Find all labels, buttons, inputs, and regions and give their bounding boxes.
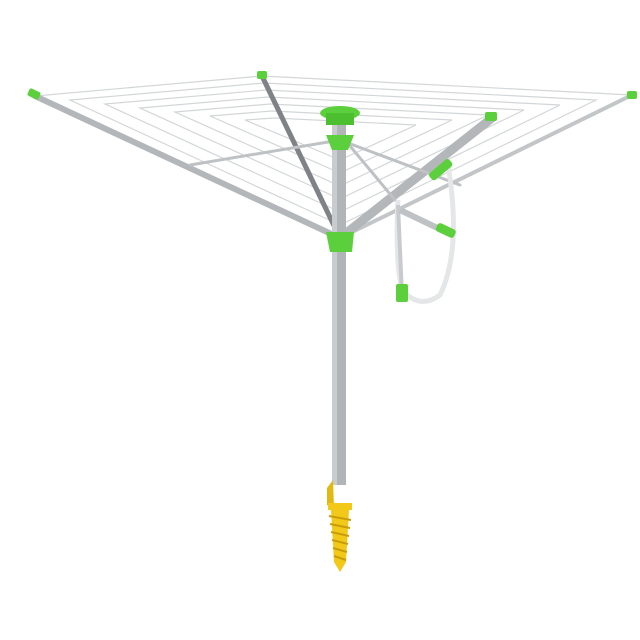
winder-handle [394,159,456,304]
green-fittings [27,71,637,252]
central-pole [332,115,346,485]
ground-spike [327,480,352,572]
arms [32,73,634,243]
